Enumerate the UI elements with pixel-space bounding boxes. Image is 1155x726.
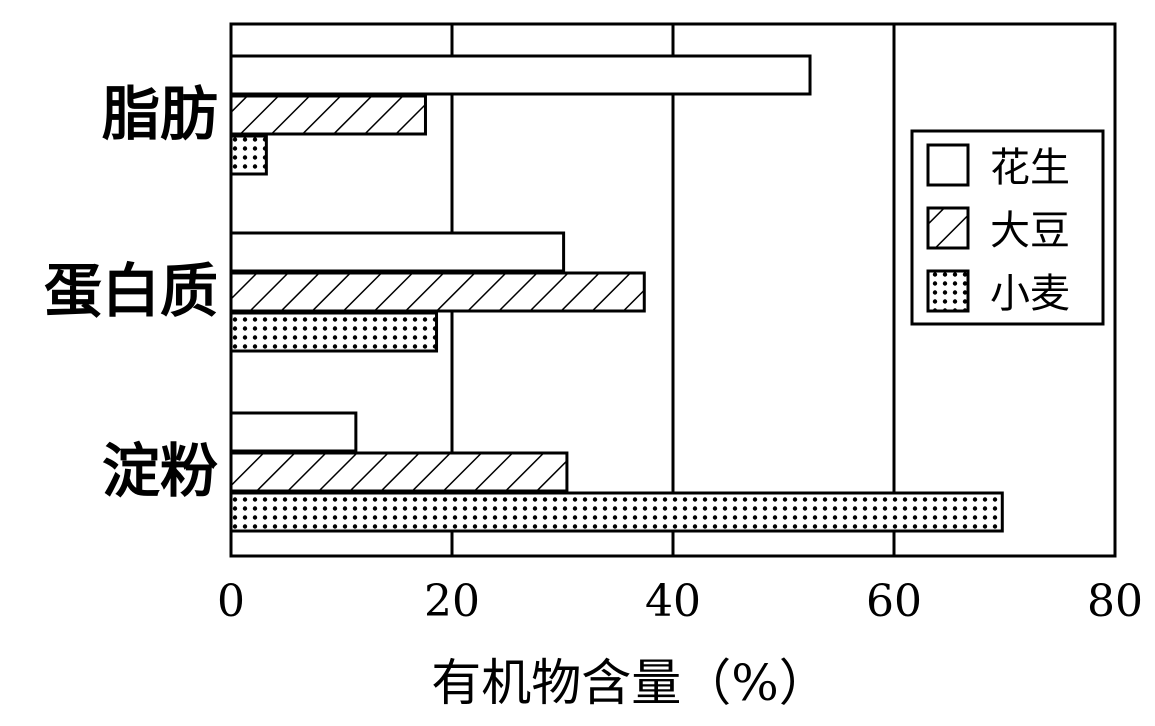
bars (229, 54, 1004, 533)
category-label: 淀粉 (102, 437, 218, 505)
legend-label: 小麦 (990, 271, 1070, 317)
legend-label: 花生 (990, 145, 1070, 191)
category-label: 脂肪 (102, 80, 218, 148)
legend-swatch-hatch (926, 206, 970, 250)
category-label: 蛋白质 (44, 257, 218, 325)
plot-frame (229, 22, 1117, 558)
bar-hatch (229, 271, 646, 313)
legend-swatch-blank (926, 143, 970, 187)
x-tick-label: 0 (217, 576, 245, 627)
bar-dots (229, 311, 439, 353)
legend-swatch-dots (926, 269, 970, 313)
x-tick-label: 20 (424, 576, 480, 627)
bar-hatch (229, 451, 569, 493)
x-axis-label: 有机物含量（%） (431, 654, 829, 712)
bar-dots (229, 134, 268, 176)
x-tick-label: 60 (866, 576, 922, 627)
x-tick-label: 40 (645, 576, 701, 627)
bar-blank (229, 54, 812, 96)
bar-blank (229, 411, 358, 453)
bar-blank (229, 231, 566, 273)
bar-dots (229, 491, 1004, 533)
x-tick-labels: 0 20 40 60 80 (217, 576, 1143, 627)
legend-label: 大豆 (990, 208, 1070, 254)
x-tick-label: 80 (1087, 576, 1143, 627)
bar-hatch (229, 94, 427, 136)
